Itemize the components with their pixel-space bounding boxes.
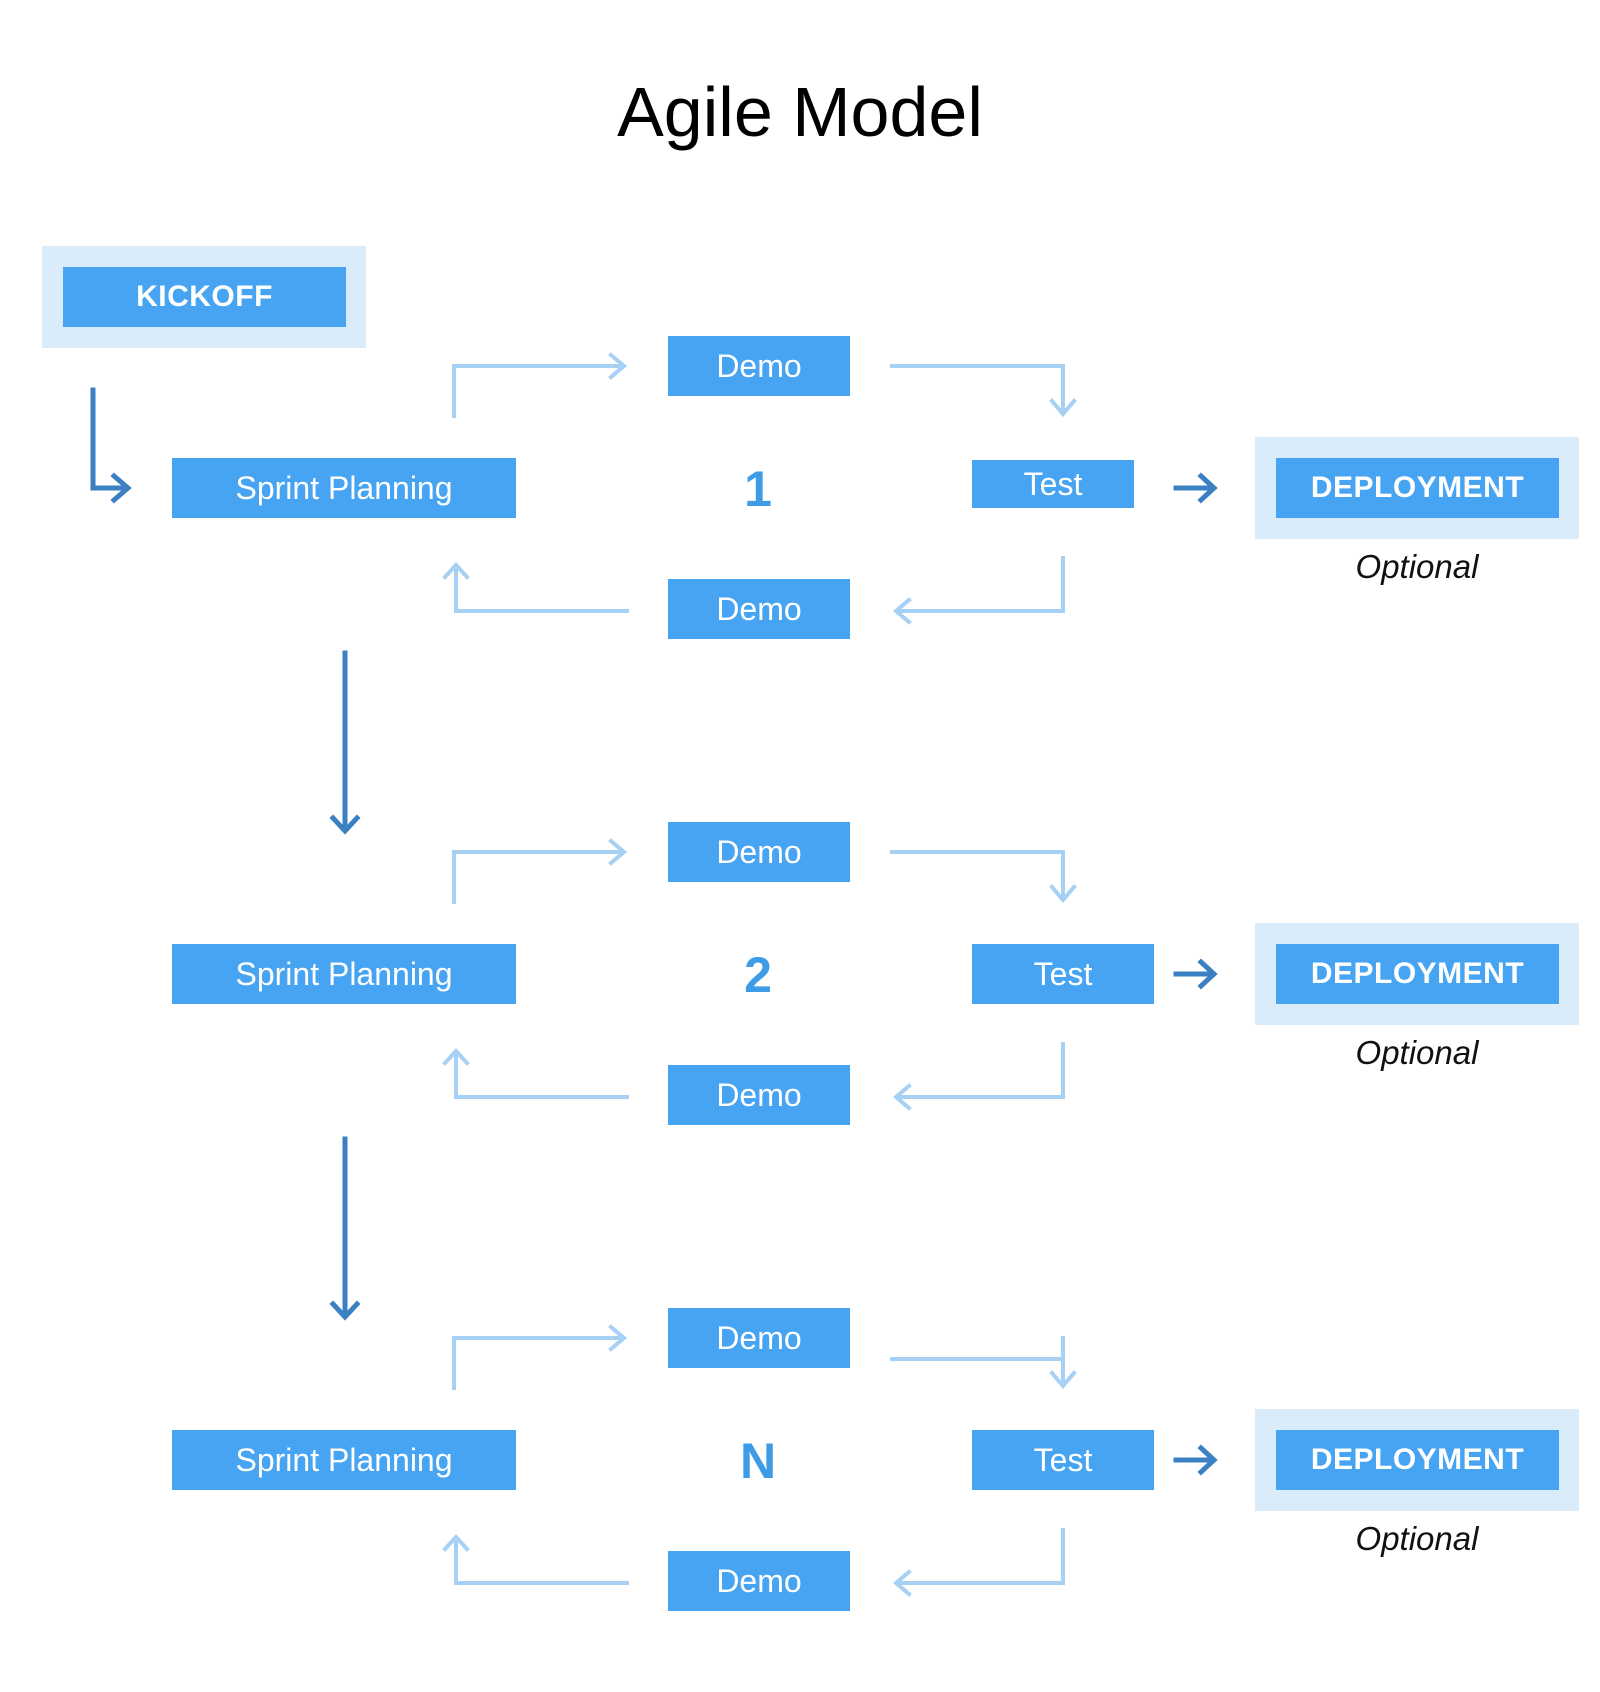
- sprint-2-deploy-arrow: [1173, 958, 1218, 990]
- next-sprint-arrow-1: [329, 650, 361, 835]
- sprint-n-test: Test: [972, 1430, 1154, 1490]
- sprint-2-planning: Sprint Planning: [172, 944, 516, 1004]
- sprint-1-deploy-arrow: [1173, 472, 1218, 504]
- sprint-n-number: N: [739, 1433, 777, 1489]
- sprint-2-test: Test: [972, 944, 1154, 1004]
- sprint-2-demo-bottom: Demo: [668, 1065, 850, 1125]
- sprint-1-number: 1: [744, 461, 772, 517]
- sprint-2-optional-label: Optional: [1355, 1034, 1479, 1071]
- sprint-n-optional-label: Optional: [1355, 1520, 1479, 1557]
- sprint-2-demo-top: Demo: [668, 822, 850, 882]
- sprint-n-loop-arrows: [442, 1324, 1077, 1597]
- sprint-n-deployment: DEPLOYMENT: [1276, 1430, 1559, 1490]
- sprint-1-test: Test: [972, 460, 1134, 508]
- sprint-2-deployment: DEPLOYMENT: [1276, 944, 1559, 1004]
- sprint-1-loop-arrows: [442, 352, 1077, 625]
- sprint-n-deploy-arrow: [1173, 1444, 1218, 1476]
- sprint-1-optional-label: Optional: [1355, 548, 1479, 585]
- kickoff-box: KICKOFF: [63, 267, 346, 327]
- sprint-1-demo-bottom: Demo: [668, 579, 850, 639]
- sprint-1-deployment: DEPLOYMENT: [1276, 458, 1559, 518]
- next-sprint-arrow-2: [329, 1136, 361, 1321]
- sprint-2-loop-arrows: [442, 838, 1077, 1111]
- kickoff-arrow: [90, 387, 132, 504]
- sprint-2-number: 2: [744, 947, 772, 1003]
- sprint-n-demo-bottom: Demo: [668, 1551, 850, 1611]
- sprint-n-demo-top: Demo: [668, 1308, 850, 1368]
- sprint-n-planning: Sprint Planning: [172, 1430, 516, 1490]
- sprint-1-demo-top: Demo: [668, 336, 850, 396]
- sprint-1-planning: Sprint Planning: [172, 458, 516, 518]
- diagram-title: Agile Model: [617, 73, 983, 151]
